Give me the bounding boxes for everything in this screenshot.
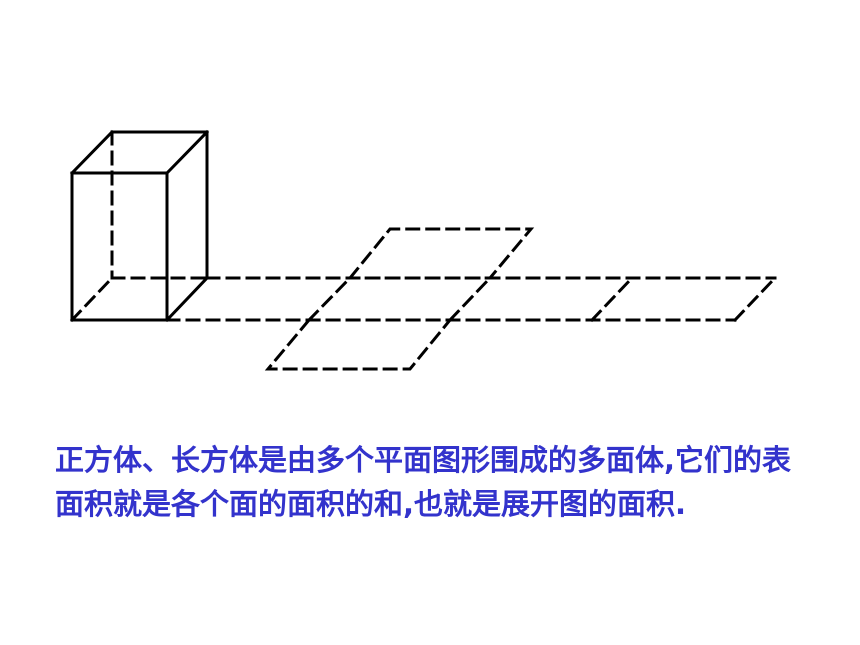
- caption-text: 正方体、长方体是由多个平面图形围成的多面体,它们的表面积就是各个面的面积的和,也…: [55, 443, 792, 521]
- box-bottom-right-edge: [164, 275, 210, 323]
- net-middle-fold-right: [447, 275, 493, 323]
- net-upper-flap: [346, 227, 535, 280]
- box-top-right-edge: [164, 129, 210, 176]
- net-fold-edge-right: [589, 275, 635, 323]
- hidden-bottom-left-edge: [69, 275, 115, 323]
- net-lower-flap: [264, 318, 454, 371]
- box-front-face: [70, 171, 169, 322]
- net-end-edge: [732, 275, 778, 323]
- cuboid-unfolding-diagram: [69, 129, 778, 371]
- rectangular-box: [69, 129, 210, 323]
- unfolded-net: [165, 227, 778, 371]
- net-middle-fold-left: [306, 275, 353, 323]
- box-top-left-edge: [69, 129, 115, 176]
- box-hidden-edges: [69, 130, 209, 323]
